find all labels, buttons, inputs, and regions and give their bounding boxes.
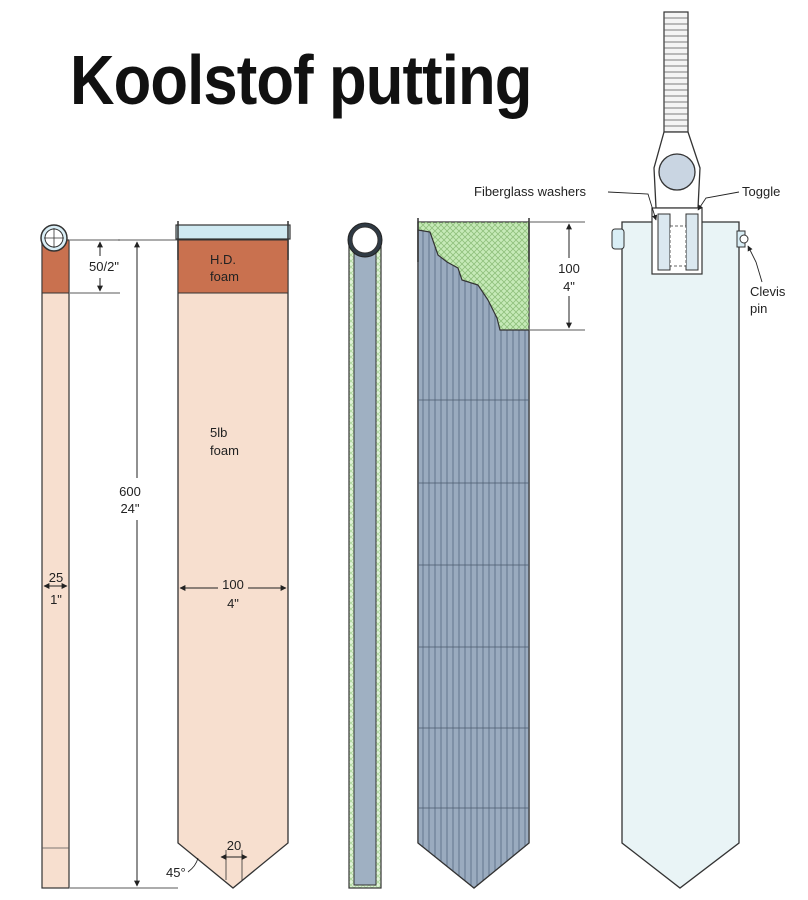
assembly-view: Fiberglass washers Toggle Clevis pin [474,11,786,889]
clevis-pin-end [739,234,749,244]
clevis-label-1: Clevis [750,284,786,299]
washers-label: Fiberglass washers [474,184,586,199]
length-dimension: 600 24" [70,239,178,889]
length-in: 24" [120,501,139,516]
foam-label-1: 5lb [210,425,227,440]
side-core-body [41,239,70,889]
side-view-core: 25 1" 50/2" [40,224,120,889]
hd-label-1: H.D. [210,252,236,267]
side-width-mm: 25 [49,570,63,585]
tip-width: 20 [227,838,241,853]
front-top-tube [175,224,291,240]
side-width-in: 1" [50,592,62,607]
front-width-mm: 100 [222,577,244,592]
fiberglass-washer-left [657,213,671,271]
clevis-pin-head [611,228,625,250]
fiberglass-washer-right [685,213,699,271]
side-view-laminated [347,222,383,889]
lam-side-carbon [353,249,377,886]
clevis-label-2: pin [750,301,767,316]
length-mm: 600 [119,484,141,499]
finished-blade [621,221,740,889]
front-core-body [177,239,289,889]
hd-label-2: foam [210,269,239,284]
side-top-dim: 50/2" [89,259,119,274]
layup-view: 100 4" [417,218,585,889]
grip-ridges [664,17,688,127]
layup-top-mm: 100 [558,261,580,276]
front-hd-foam [177,239,289,294]
page-title: Koolstof putting [70,41,532,119]
foam-label-2: foam [210,443,239,458]
toggle-label: Toggle [742,184,780,199]
layup-carbon [417,229,530,889]
layup-top-in: 4" [563,279,575,294]
toggle-eye [658,153,696,191]
front-view-core: H.D. foam 5lb foam 100 4" 20 45° [166,221,291,889]
front-width-in: 4" [227,596,239,611]
tip-angle: 45° [166,865,186,880]
